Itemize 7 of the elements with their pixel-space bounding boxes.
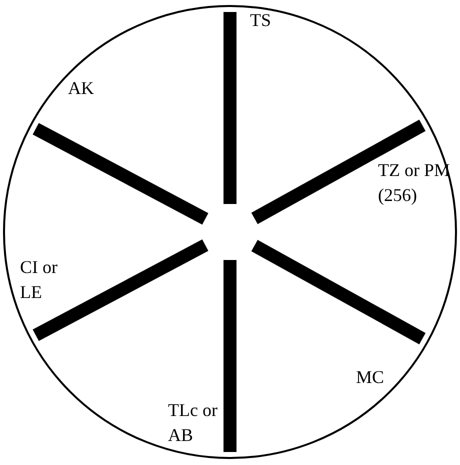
strip-label: CI or LE: [20, 256, 58, 304]
strip: [224, 12, 236, 204]
strip-label: TS: [250, 9, 272, 32]
strip: [224, 260, 236, 452]
strip-label: AK: [68, 77, 95, 100]
strip-label: MC: [356, 366, 386, 389]
strip-label: TLc or AB: [168, 399, 218, 447]
